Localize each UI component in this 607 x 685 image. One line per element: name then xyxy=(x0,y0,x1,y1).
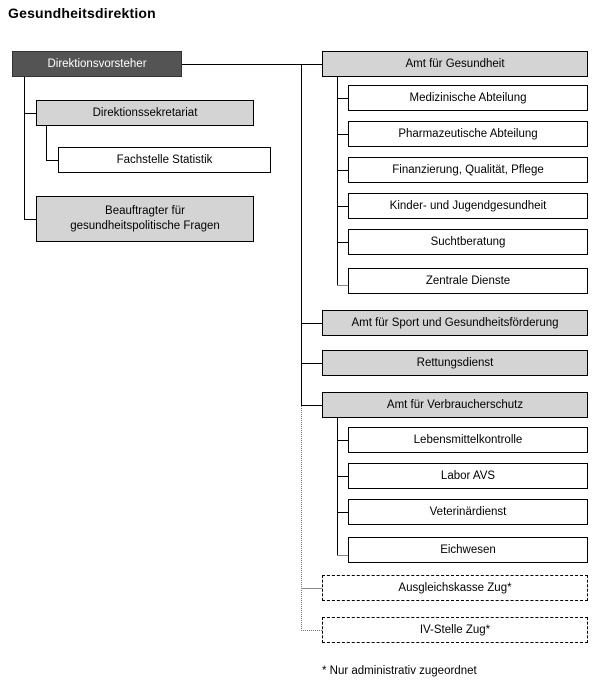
connector-verbraucherschutz-unit-2 xyxy=(337,476,348,477)
connector-sekretariat-to-fachstelle xyxy=(46,160,58,161)
node-ausgleichskasse-zug[interactable]: Ausgleichskasse Zug* xyxy=(322,575,588,601)
footnote-text: * Nur administrativ zugeordnet xyxy=(322,665,477,677)
node-finanzierung-qualitaet-pflege[interactable]: Finanzierung, Qualität, Pflege xyxy=(348,157,588,183)
connector-verbraucherschutz-subtrunk xyxy=(337,418,338,555)
node-label: Medizinische Abteilung xyxy=(409,91,527,104)
node-eichwesen[interactable]: Eichwesen xyxy=(348,537,588,563)
node-label: Fachstelle Statistik xyxy=(116,153,213,166)
node-iv-stelle-zug[interactable]: IV-Stelle Zug* xyxy=(322,617,588,643)
node-amt-fuer-verbraucherschutz[interactable]: Amt für Verbraucherschutz xyxy=(322,392,588,418)
node-label: Amt für Gesundheit xyxy=(405,57,505,70)
connector-gesundheit-unit-6 xyxy=(337,285,348,286)
node-zentrale-dienste[interactable]: Zentrale Dienste xyxy=(348,268,588,294)
connector-root-to-sekretariat xyxy=(24,113,36,114)
node-label: IV-Stelle Zug* xyxy=(419,623,491,636)
node-suchtberatung[interactable]: Suchtberatung xyxy=(348,229,588,255)
connector-gesundheit-subtrunk xyxy=(337,77,338,285)
node-label: Beauftragter für gesundheitspolitische F… xyxy=(70,205,220,232)
connector-main-trunk-dotted xyxy=(301,405,302,631)
connector-gesundheit-unit-2 xyxy=(337,134,348,135)
node-veterinaerdienst[interactable]: Veterinärdienst xyxy=(348,499,588,525)
node-labor-avs[interactable]: Labor AVS xyxy=(348,463,588,489)
connector-sekretariat-trunk xyxy=(46,126,47,160)
node-label: Labor AVS xyxy=(440,469,496,482)
node-label: Eichwesen xyxy=(440,543,496,556)
connector-trunk-to-sport xyxy=(301,323,322,324)
node-label: Amt für Verbraucherschutz xyxy=(386,398,524,411)
node-label: Rettungsdienst xyxy=(416,356,494,369)
node-label: Ausgleichskasse Zug* xyxy=(398,581,512,594)
connector-root-to-beauftragter xyxy=(24,219,36,220)
connector-trunk-to-rettungsdienst xyxy=(301,363,322,364)
page-title: Gesundheitsdirektion xyxy=(8,5,156,21)
connector-verbraucherschutz-unit-1 xyxy=(337,440,348,441)
node-beauftragter-gesundheitspolitische-fragen[interactable]: Beauftragter für gesundheitspolitische F… xyxy=(36,196,254,242)
node-pharmazeutische-abteilung[interactable]: Pharmazeutische Abteilung xyxy=(348,121,588,147)
node-rettungsdienst[interactable]: Rettungsdienst xyxy=(322,350,588,376)
connector-root-to-main-trunk xyxy=(182,64,322,65)
node-amt-fuer-gesundheit[interactable]: Amt für Gesundheit xyxy=(322,51,588,77)
node-label: Direktionssekretariat xyxy=(92,106,198,119)
node-label: Direktionsvorsteher xyxy=(47,57,147,70)
connector-gesundheit-unit-1 xyxy=(337,98,348,99)
node-label: Veterinärdienst xyxy=(429,505,507,518)
node-label: Finanzierung, Qualität, Pflege xyxy=(392,163,544,176)
node-lebensmittelkontrolle[interactable]: Lebensmittelkontrolle xyxy=(348,427,588,453)
node-label: Lebensmittelkontrolle xyxy=(413,433,523,446)
connector-gesundheit-unit-4 xyxy=(337,206,348,207)
node-label: Kinder- und Jugendgesundheit xyxy=(389,199,547,212)
node-direktionssekretariat[interactable]: Direktionssekretariat xyxy=(36,100,254,126)
node-fachstelle-statistik[interactable]: Fachstelle Statistik xyxy=(58,147,271,173)
node-label: Suchtberatung xyxy=(430,235,506,248)
connector-verbraucherschutz-unit-4 xyxy=(337,555,348,556)
node-amt-fuer-sport-und-gesundheitsfoerderung[interactable]: Amt für Sport und Gesundheitsförderung xyxy=(322,310,588,336)
node-label: Zentrale Dienste xyxy=(425,274,511,287)
connector-main-trunk xyxy=(301,64,302,405)
node-label: Amt für Sport und Gesundheitsförderung xyxy=(351,316,559,329)
connector-verbraucherschutz-unit-3 xyxy=(337,512,348,513)
node-label: Pharmazeutische Abteilung xyxy=(398,127,538,140)
connector-trunk-to-ausgleichskasse xyxy=(301,588,322,589)
connector-gesundheit-unit-3 xyxy=(337,170,348,171)
connector-trunk-to-verbraucherschutz xyxy=(301,405,322,406)
connector-gesundheit-unit-5 xyxy=(337,242,348,243)
connector-root-left-trunk xyxy=(24,77,25,219)
node-direktionsvorsteher[interactable]: Direktionsvorsteher xyxy=(12,51,182,77)
node-kinder-und-jugendgesundheit[interactable]: Kinder- und Jugendgesundheit xyxy=(348,193,588,219)
node-medizinische-abteilung[interactable]: Medizinische Abteilung xyxy=(348,85,588,111)
connector-trunk-to-iv-stelle xyxy=(301,630,322,631)
